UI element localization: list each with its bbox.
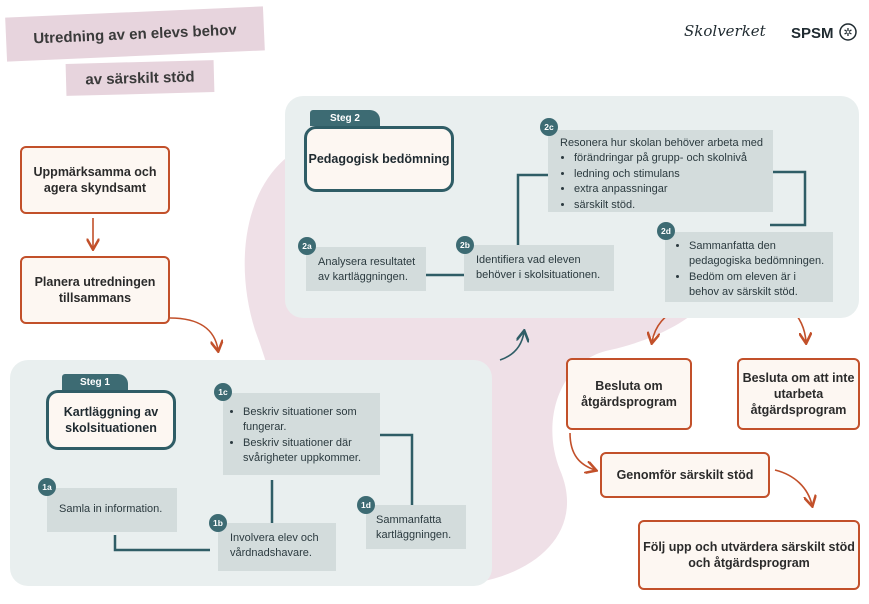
spsm-logo-text: SPSM (791, 25, 834, 42)
step-1a-badge: 1a (38, 478, 56, 496)
step-2a-badge: 2a (298, 237, 316, 255)
box-genomfor: Genomför särskilt stöd (600, 452, 770, 498)
step-1c-box: Beskriv situationer som fungerar. Beskri… (223, 393, 380, 475)
arrow-steg1-steg2 (499, 332, 524, 361)
step-2d-badge: 2d (657, 222, 675, 240)
steg1-tab-label: Steg 1 (79, 376, 110, 388)
step-2c-list: förändringar på grupp- och skolnivå ledn… (560, 151, 767, 213)
box-besluta: Besluta om åtgärdsprogram (566, 358, 692, 430)
step-1d-box: Sammanfatta kartläggningen. (366, 505, 466, 549)
box-besluta-text: Besluta om åtgärdsprogram (581, 378, 677, 409)
box-besluta-inte: Besluta om att inte utarbeta åtgärdsprog… (737, 358, 860, 430)
step-2c-badge: 2c (540, 118, 558, 136)
step-2c-box: Resonera hur skolan behöver arbeta med f… (548, 130, 773, 212)
steg2-title: Pedagogisk bedömning (308, 151, 450, 166)
step-2c-heading: Resonera hur skolan behöver arbeta med (560, 137, 764, 149)
box-besluta-inte-text: Besluta om att inte utarbeta åtgärdsprog… (742, 370, 855, 418)
spsm-logo: SPSM ✲ (791, 22, 858, 42)
step-1c-list: Beskriv situationer som fungerar. Beskri… (229, 405, 374, 467)
step-1d-text: Sammanfatta kartläggningen. (376, 514, 452, 542)
step-1c-badge: 1c (214, 383, 232, 401)
arrow-planera-steg1 (169, 317, 218, 350)
box-genomfor-text: Genomför särskilt stöd (616, 467, 754, 482)
box-uppmarksamma-text: Uppmärksamma och agera skyndsamt (33, 164, 157, 195)
skolverket-logo: Skolverket (684, 22, 766, 40)
step-2c-item: förändringar på grupp- och skolnivå (574, 151, 767, 166)
box-folj-upp-text: Följ upp och utvärdera särskilt stöd och… (643, 539, 855, 570)
arrow-genomfor-foljupp (774, 469, 812, 505)
step-2a-box: Analysera resultatet av kartläggningen. (306, 247, 426, 291)
steg1-title-box: Kartläggning av skolsituationen (46, 390, 176, 450)
step-2d-item: Sammanfatta den pedagogiska bedömningen. (689, 239, 827, 270)
step-2d-list: Sammanfatta den pedagogiska bedömningen.… (675, 239, 827, 301)
box-folj-upp: Följ upp och utvärdera särskilt stöd och… (638, 520, 860, 590)
steg1-tab: Steg 1 (62, 374, 128, 390)
step-2b-box: Identifiera vad eleven behöver i skolsit… (464, 245, 614, 291)
step-2a-text: Analysera resultatet av kartläggningen. (318, 256, 416, 284)
spsm-star-icon: ✲ (838, 23, 857, 41)
box-uppmarksamma: Uppmärksamma och agera skyndsamt (20, 146, 170, 214)
box-planera-text: Planera utredningen tillsammans (34, 274, 156, 305)
steg2-tab-label: Steg 2 (329, 112, 360, 124)
step-2b-badge: 2b (456, 236, 474, 254)
steg2-tab: Steg 2 (310, 110, 380, 126)
steg2-title-box: Pedagogisk bedömning (304, 126, 454, 192)
step-2c-item: särskilt stöd. (574, 198, 767, 213)
arrow-besluta-genomfor (569, 432, 595, 470)
step-1b-badge: 1b (209, 514, 227, 532)
step-1d-badge: 1d (357, 496, 375, 514)
step-1b-box: Involvera elev och vårdnadshavare. (218, 523, 336, 571)
step-2c-item: extra anpassningar (574, 182, 767, 197)
step-1b-text: Involvera elev och vårdnadshavare. (230, 532, 319, 560)
step-2d-item: Bedöm om eleven är i behov av särskilt s… (689, 270, 827, 301)
step-1c-item: Beskriv situationer som fungerar. (243, 405, 374, 436)
step-1c-item: Beskriv situationer där svårigheter uppk… (243, 436, 374, 467)
step-2d-box: Sammanfatta den pedagogiska bedömningen.… (665, 232, 833, 302)
box-planera: Planera utredningen tillsammans (20, 256, 170, 324)
step-2b-text: Identifiera vad eleven behöver i skolsit… (476, 254, 601, 282)
step-1a-box: Samla in information. (47, 488, 177, 532)
steg1-title: Kartläggning av skolsituationen (63, 404, 159, 435)
step-1a-text: Samla in information. (59, 503, 163, 515)
svg-text:✲: ✲ (843, 26, 852, 39)
step-2c-item: ledning och stimulans (574, 167, 767, 182)
